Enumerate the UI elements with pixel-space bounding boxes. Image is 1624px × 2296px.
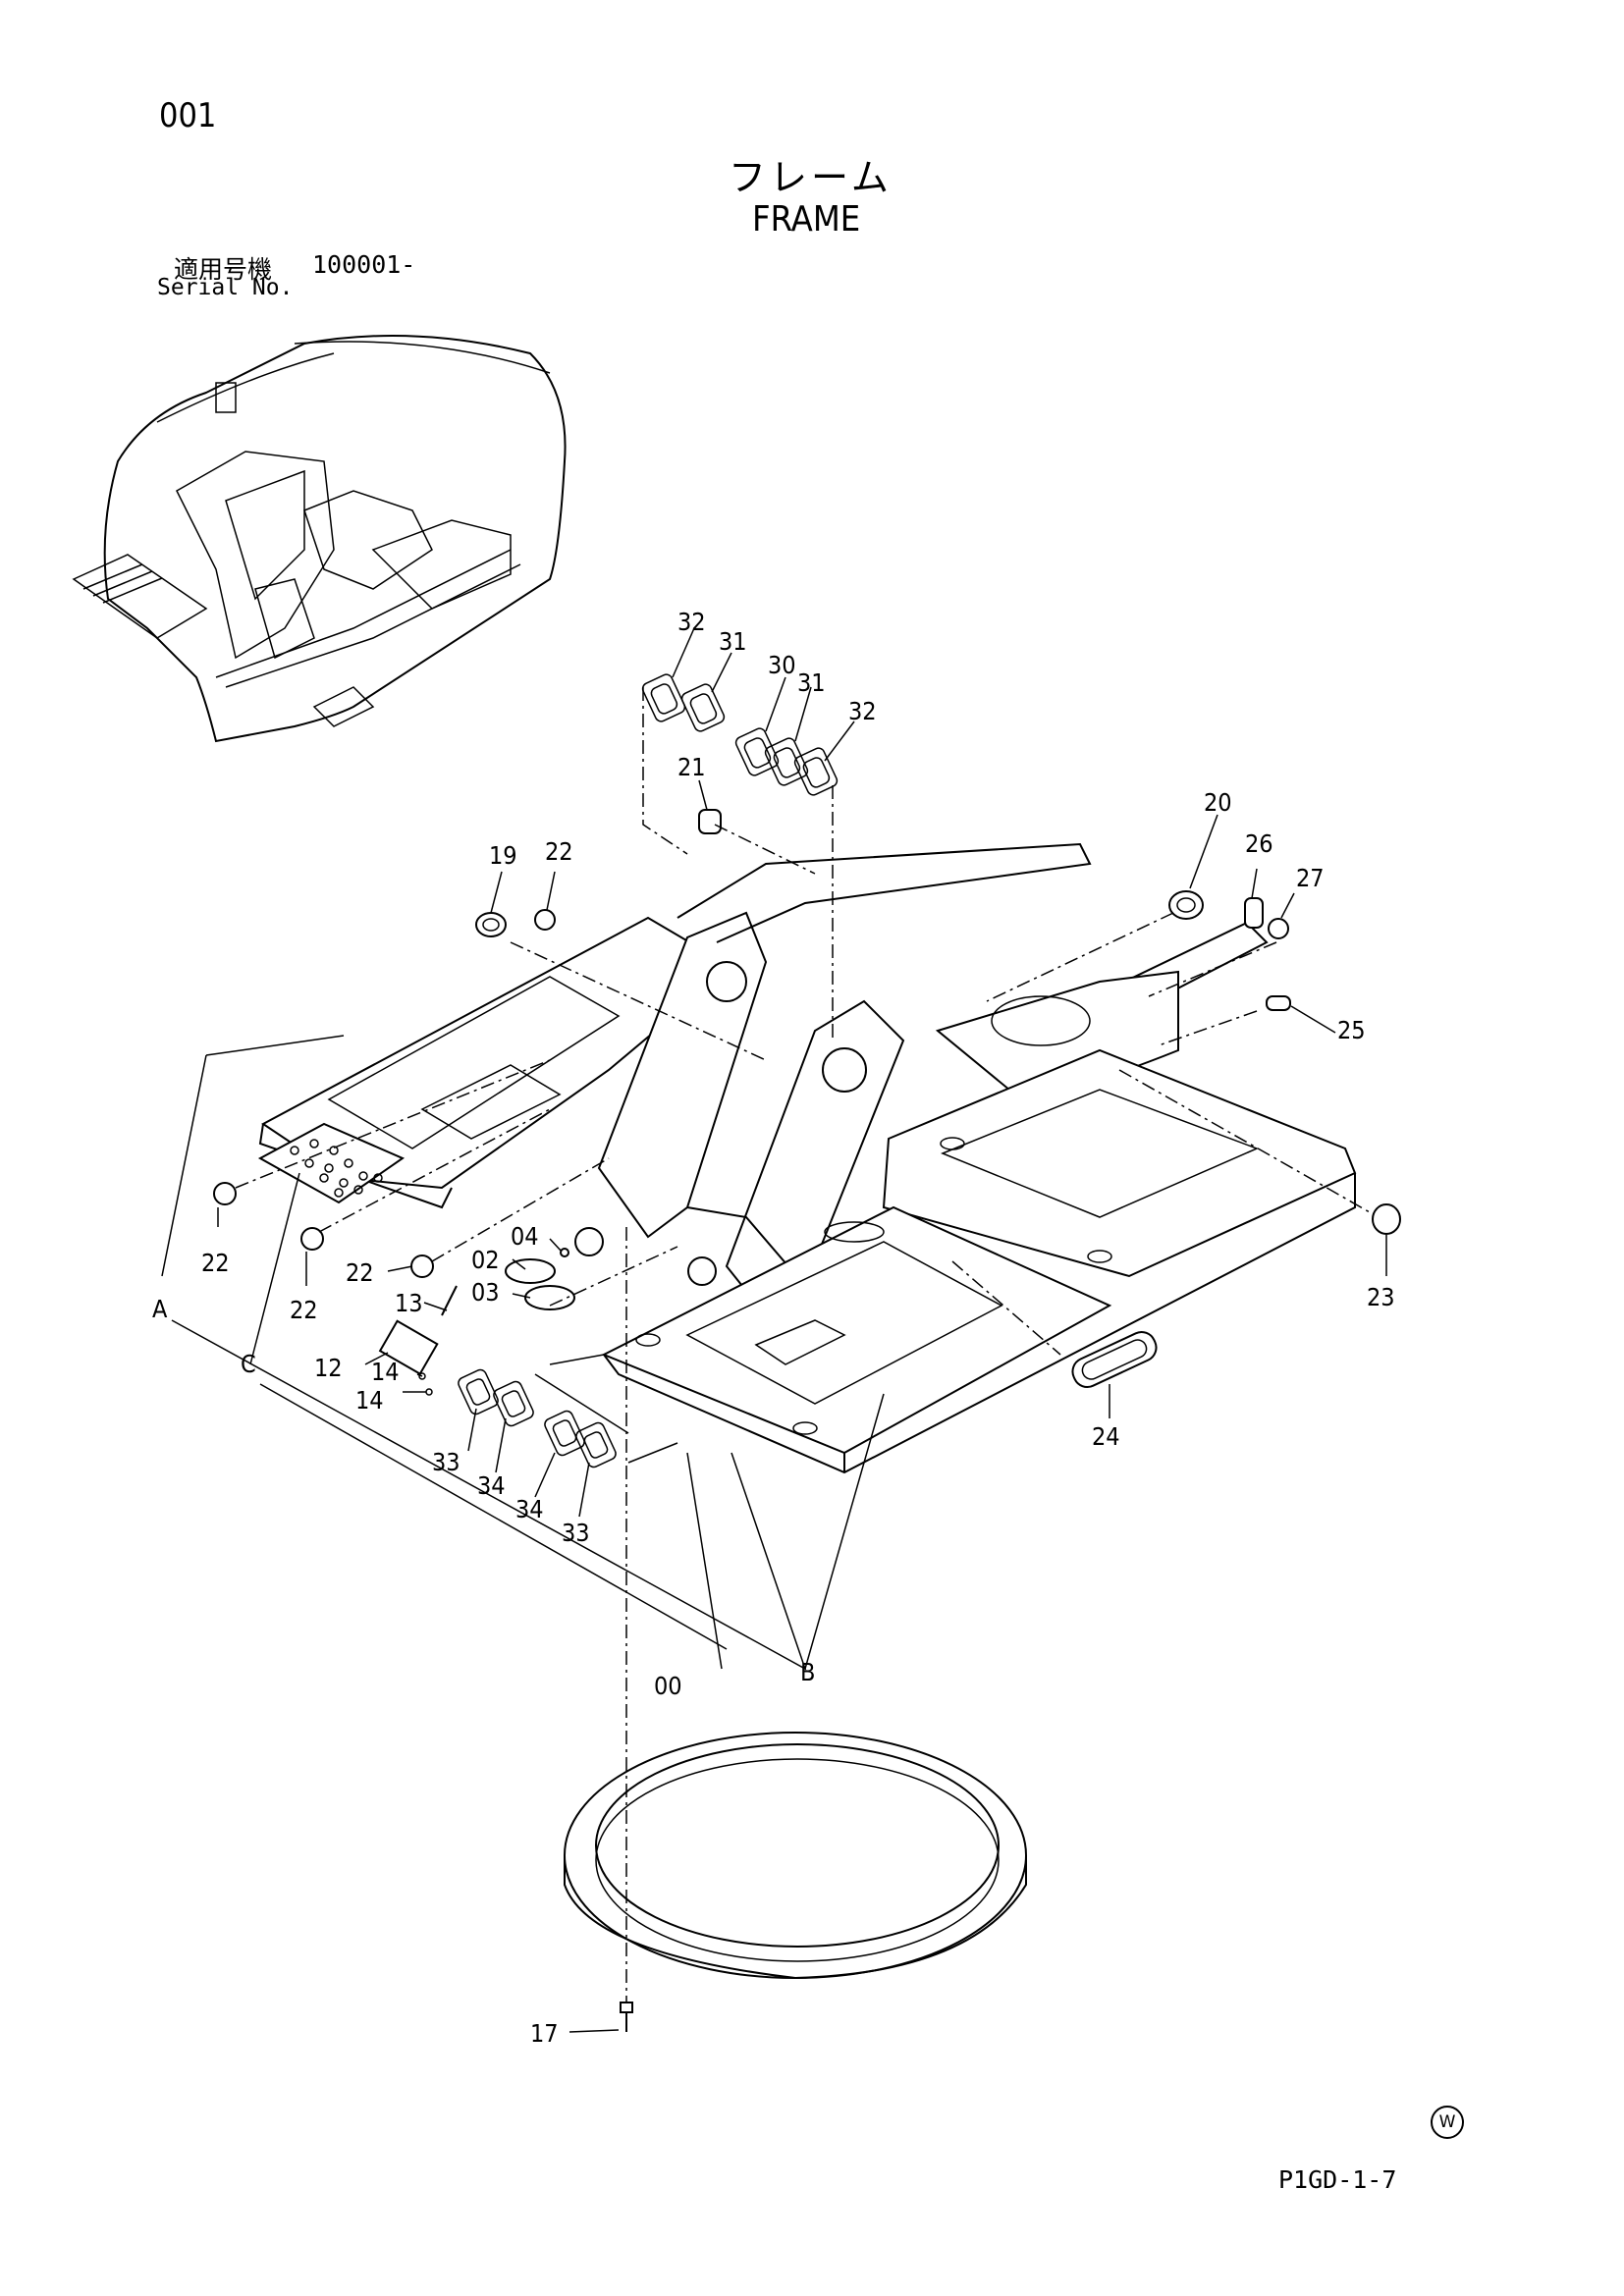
callout-31a: 31 <box>719 627 747 656</box>
machine-overview-inset <box>72 335 567 743</box>
callout-26: 26 <box>1245 829 1273 858</box>
page-number: 001 <box>159 96 217 135</box>
small-parts <box>213 673 1401 2032</box>
w-mark-icon: W <box>1431 2106 1464 2139</box>
callout-34b: 34 <box>515 1495 544 1523</box>
callout-03: 03 <box>471 1278 500 1307</box>
callout-20: 20 <box>1204 788 1232 817</box>
callout-labels: 32 31 30 31 32 21 20 26 27 19 22 25 04 0… <box>152 608 1395 2048</box>
callout-24: 24 <box>1092 1422 1120 1451</box>
callout-34a: 34 <box>477 1471 506 1500</box>
title-english: FRAME <box>752 199 861 240</box>
leader-lines <box>217 627 1387 2033</box>
callout-31b: 31 <box>797 668 826 697</box>
callout-32b: 32 <box>848 697 877 725</box>
callout-22a: 22 <box>545 837 573 866</box>
callout-32a: 32 <box>677 608 706 636</box>
callout-14b: 14 <box>355 1386 384 1415</box>
callout-B: B <box>800 1658 815 1686</box>
callout-12: 12 <box>314 1354 343 1382</box>
callout-13: 13 <box>395 1289 423 1317</box>
callout-19: 19 <box>489 841 517 870</box>
callout-30: 30 <box>768 651 796 679</box>
callout-25: 25 <box>1337 1016 1366 1044</box>
callout-17: 17 <box>530 2019 559 2048</box>
callout-22b: 22 <box>201 1249 230 1277</box>
serial-label-japanese: 適用号機 <box>174 255 273 284</box>
callout-C: C <box>241 1350 256 1378</box>
callout-23: 23 <box>1367 1283 1395 1311</box>
callout-14a: 14 <box>371 1358 400 1386</box>
callout-33a: 33 <box>432 1448 460 1476</box>
serial-label-english: Serial No. <box>157 275 294 300</box>
serial-value: 100001- <box>312 250 416 279</box>
alignment-lines <box>235 687 1371 2002</box>
callout-27: 27 <box>1296 864 1325 892</box>
callout-22c: 22 <box>346 1258 374 1287</box>
drawing-code: P1GD-1-7 <box>1278 2165 1397 2194</box>
callout-33b: 33 <box>562 1519 590 1547</box>
swing-bearing-ring <box>564 1732 1027 1980</box>
callout-04: 04 <box>511 1222 539 1251</box>
group-brackets <box>161 1035 885 1671</box>
callout-21: 21 <box>677 753 706 781</box>
title-japanese: フレーム <box>729 156 893 199</box>
callout-00: 00 <box>654 1672 682 1700</box>
callout-A: A <box>152 1295 168 1323</box>
main-frame-structure <box>257 842 1357 1474</box>
callout-22d: 22 <box>290 1296 318 1324</box>
callout-02: 02 <box>471 1246 500 1274</box>
